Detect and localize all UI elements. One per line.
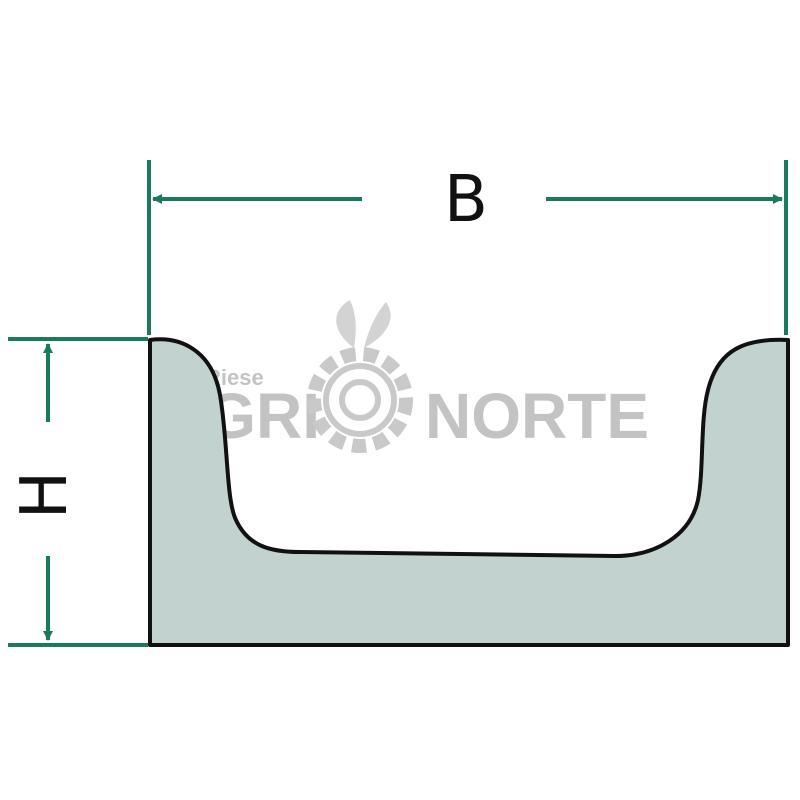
width-dimension: B (147, 160, 788, 335)
watermark-right-text: NORTE (425, 380, 649, 452)
gear-icon (307, 300, 413, 453)
height-dimension: H (8, 337, 148, 647)
u-channel-profile (148, 337, 790, 647)
watermark: Riese AGRI NORTE (160, 300, 649, 453)
height-label: H (8, 471, 82, 519)
width-label: B (444, 163, 488, 237)
